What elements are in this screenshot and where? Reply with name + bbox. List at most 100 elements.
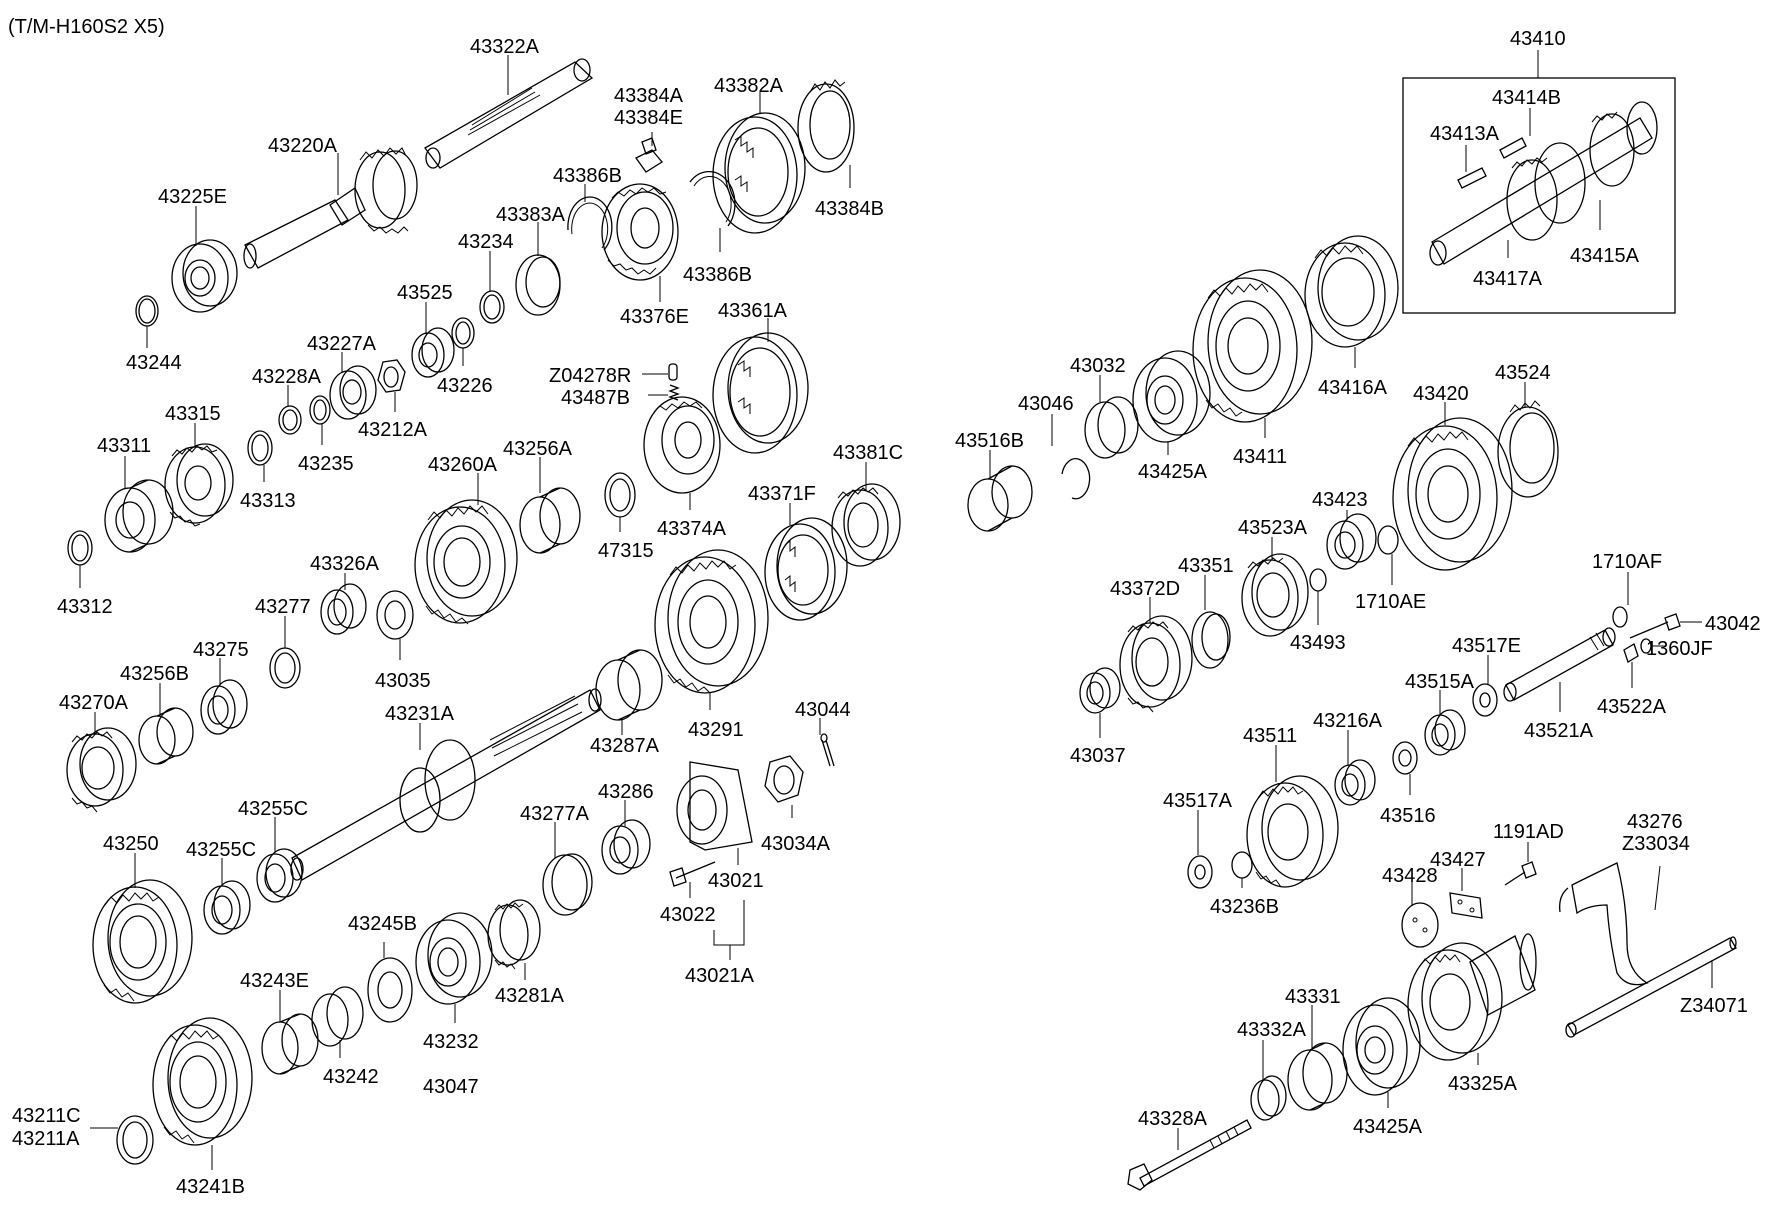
part-43311-needle-bearing[interactable] (104, 479, 174, 553)
part-43381C-gear[interactable] (831, 483, 901, 567)
label-Z33034: Z33034 (1622, 833, 1690, 855)
part-43524-synchro-ring[interactable] (1497, 400, 1559, 498)
part-43244-snap-ring[interactable] (135, 295, 159, 327)
part-43331-spacer[interactable] (1287, 1042, 1348, 1111)
label-43522A: 43522A (1597, 696, 1667, 718)
part-43384B-synchro-ring[interactable] (797, 79, 855, 173)
part-43411-gear[interactable] (1192, 269, 1313, 423)
part-43313-snap-ring[interactable] (247, 430, 273, 466)
part-43211A-snap-ring[interactable] (116, 1115, 154, 1165)
part-43255C-needle-bearing-b[interactable] (203, 880, 251, 935)
part-43042-bolt[interactable] (1629, 613, 1681, 639)
part-43226-snap-ring[interactable] (451, 317, 475, 349)
part-43515A-needle-bearing[interactable] (1424, 709, 1466, 756)
part-43260A-gear[interactable] (414, 499, 518, 625)
part-43037-needle-bearing[interactable] (1079, 667, 1121, 714)
part-43236B-snap-ring[interactable] (1231, 851, 1253, 879)
part-43382A-synchro-sleeve[interactable] (712, 112, 806, 234)
part-43425A-ball-bearing-upper[interactable] (1132, 350, 1211, 443)
part-43326A-needle-bearing[interactable] (320, 583, 367, 635)
part-43376E-synchro-hub[interactable] (601, 183, 679, 281)
part-43234-ring[interactable] (479, 290, 505, 324)
part-43521A-reverse-shaft[interactable] (1503, 627, 1616, 702)
part-43227A-hub[interactable] (329, 365, 377, 420)
part-43232-ball-bearing[interactable] (415, 912, 493, 1005)
part-43523A-synchro-hub[interactable] (1241, 553, 1309, 637)
part-1191AD-bolt[interactable] (1504, 861, 1537, 886)
part-43417A-counter-shaft[interactable] (1429, 101, 1658, 266)
part-43277A-ring[interactable] (542, 853, 593, 916)
part-43291-gear[interactable] (654, 549, 769, 694)
part-43328A-bolt[interactable] (1127, 1119, 1252, 1191)
part-43212A-nut[interactable] (377, 359, 406, 393)
part-43386B-snap-ring-a[interactable] (567, 196, 613, 251)
part-43245B-thrust-washer[interactable] (367, 957, 413, 1023)
part-47315-ring[interactable] (604, 472, 636, 518)
part-Z34071-shift-rail[interactable] (1565, 936, 1737, 1038)
part-43511-reverse-idler-gear[interactable] (1246, 775, 1339, 888)
part-43216A-needle-bearing[interactable] (1334, 759, 1376, 806)
part-43256A-bushing[interactable] (519, 487, 581, 554)
part-43235-ring[interactable] (309, 395, 331, 425)
part-43516B-bushing[interactable] (967, 465, 1033, 532)
part-43325A-reverse-gear[interactable] (1407, 933, 1537, 1061)
part-43517A-thrust-washer[interactable] (1187, 855, 1213, 889)
part-43228A-snap-ring[interactable] (278, 405, 302, 435)
label-43032: 43032 (1070, 355, 1126, 377)
part-43241B-gear[interactable] (152, 1017, 253, 1146)
part-43383A-ring[interactable] (515, 254, 561, 316)
part-43522A-lock-plate[interactable] (1623, 643, 1639, 663)
part-43416A-gear[interactable] (1304, 235, 1399, 348)
part-43517E-thrust-washer[interactable] (1472, 683, 1498, 717)
part-43225E-bearing[interactable] (171, 239, 238, 313)
part-43256B-bushing[interactable] (138, 707, 194, 765)
part-43384A-key[interactable] (635, 137, 663, 173)
part-1710AE-snap-ring[interactable] (1377, 525, 1399, 555)
part-43286-bearing[interactable] (601, 819, 651, 875)
part-43516-washer[interactable] (1392, 741, 1418, 775)
part-43032-ring[interactable] (1084, 396, 1139, 459)
part-43427-plate[interactable] (1449, 892, 1483, 919)
part-43044-split-pin[interactable] (820, 733, 835, 767)
part-43277-ring[interactable] (269, 647, 301, 689)
part-43035-thrust-washer[interactable] (376, 590, 414, 640)
part-43231A-main-shaft[interactable] (290, 688, 602, 881)
part-43414B-key[interactable] (1499, 137, 1527, 159)
part-43243E-bushing[interactable] (261, 1013, 319, 1075)
part-43275-needle-bearing[interactable] (200, 679, 248, 735)
part-43423-needle-bearing[interactable] (1326, 513, 1377, 570)
part-43371F-synchro-sleeve[interactable] (764, 517, 848, 621)
part-43361A-synchro-sleeve[interactable] (712, 332, 809, 454)
part-43487B-spring[interactable] (668, 384, 680, 401)
part-43372D-gear[interactable] (1119, 615, 1193, 713)
part-43374A-synchro-hub[interactable] (643, 396, 721, 494)
part-1710AF-o-ring[interactable] (1612, 606, 1628, 628)
part-43034A-lock-nut[interactable] (764, 755, 804, 803)
part-43425A-ball-bearing-lower[interactable] (1342, 997, 1421, 1096)
part-43270A-gear[interactable] (66, 727, 137, 813)
part-43021-companion-flange[interactable] (676, 761, 753, 851)
part-43322A-shaft[interactable] (424, 58, 594, 169)
part-1360JF-washer[interactable] (1640, 638, 1652, 654)
part-43428-disc[interactable] (1401, 902, 1439, 948)
part-43276-shift-fork[interactable] (1559, 862, 1649, 986)
part-43220A-input-shaft[interactable] (243, 147, 418, 269)
part-43420-gear[interactable] (1392, 417, 1513, 571)
part-43281A-gear[interactable] (487, 899, 541, 970)
label-43255C-b: 43255C (186, 839, 256, 861)
part-Z04278R-pin[interactable] (668, 363, 678, 381)
part-43332A-washer[interactable] (1250, 1075, 1287, 1121)
part-43315-gear[interactable] (164, 443, 234, 527)
part-43413A-key[interactable] (1457, 167, 1487, 189)
part-43493-snap-ring[interactable] (1309, 568, 1327, 592)
part-43287A-bushing[interactable] (595, 649, 663, 721)
part-43525-needle-bearing[interactable] (411, 327, 455, 378)
part-43351-synchro-ring[interactable] (1191, 611, 1231, 669)
part-43022-bolt[interactable] (669, 861, 716, 887)
part-43242-spacer[interactable] (311, 986, 364, 1047)
part-43386B-snap-ring-b[interactable] (689, 170, 736, 227)
part-43255C-needle-bearing-a[interactable] (256, 848, 303, 903)
part-43250-gear[interactable] (92, 879, 193, 1004)
part-43312-snap-ring[interactable] (67, 530, 93, 566)
part-43046-snap-ring[interactable] (1061, 458, 1091, 500)
